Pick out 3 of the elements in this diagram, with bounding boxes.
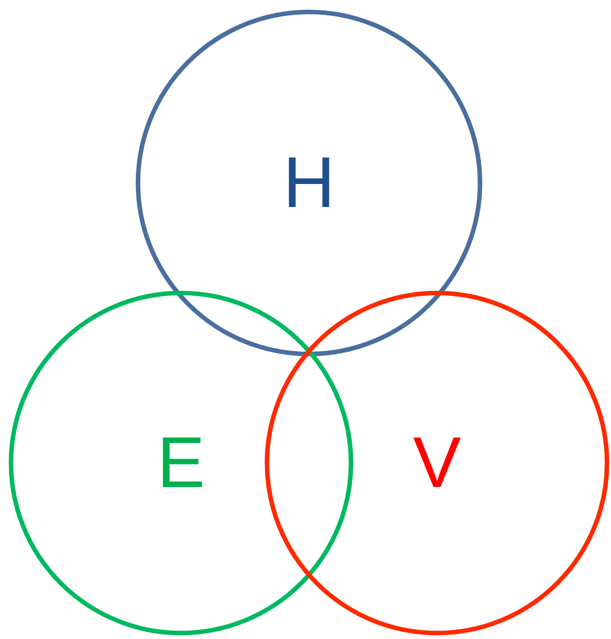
circle-letter: V xyxy=(412,427,462,499)
circle-letter: H xyxy=(283,147,335,219)
circle-letter: E xyxy=(156,427,206,499)
